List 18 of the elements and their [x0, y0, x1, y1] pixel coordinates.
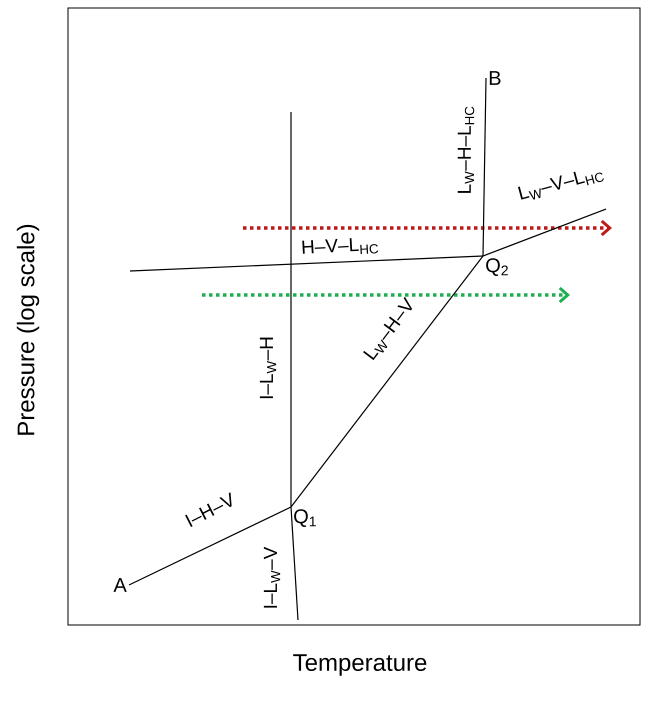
point-label: A [114, 578, 127, 592]
phase-boundary-line [482, 208, 606, 257]
edge-label: I–L$_{W}$–H [260, 338, 276, 398]
phase-boundary-line [130, 255, 484, 272]
point-label: B [490, 71, 500, 85]
phase-boundary-line [128, 506, 292, 586]
axis-label: Temperature [293, 654, 426, 676]
point-label: Q$_{1}$ [294, 509, 316, 527]
phase-boundary-line [290, 506, 299, 620]
edge-label: H–V–L$_{HC}$ [302, 238, 378, 254]
edge-label: I–L$_{W}$–V [264, 546, 280, 608]
axis-label: Pressure (log scale) [16, 224, 40, 435]
point-label: Q$_{2}$ [486, 258, 508, 276]
edge-label: L$_{W}$–H–L$_{HC}$ [458, 106, 474, 193]
phase-boundary-line [290, 256, 484, 508]
phase-boundary-line [290, 112, 292, 507]
phase-boundary-line [482, 78, 487, 256]
edge-label: L$_{W}$–V–L$_{HC}$ [518, 172, 604, 200]
